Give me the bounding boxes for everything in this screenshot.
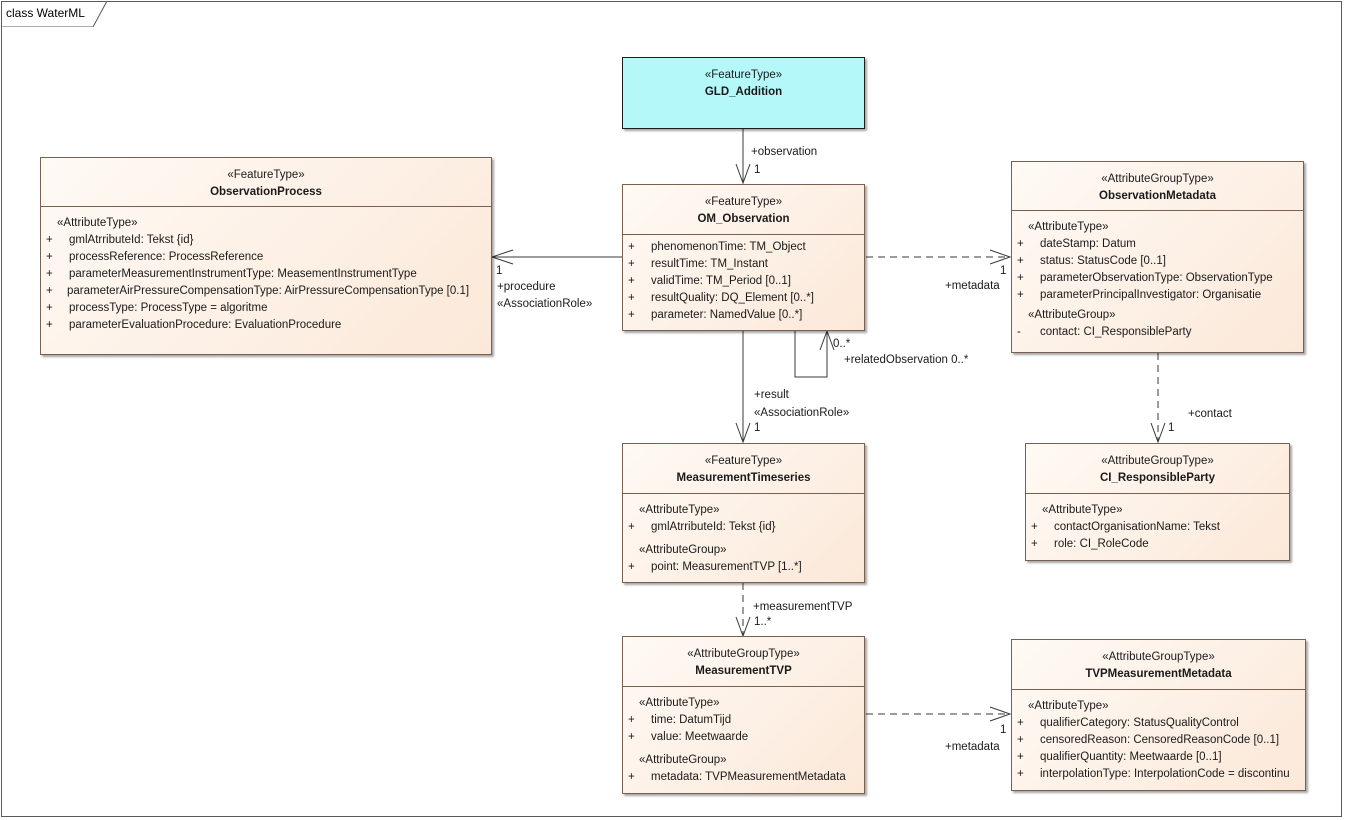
attribute-row: +resultQuality: DQ_Element [0..*] <box>628 292 814 304</box>
class-stereotype: «FeatureType» <box>704 455 783 467</box>
attribute-row: +gmlAtrributeId: Tekst {id} <box>46 234 194 246</box>
tvp-metadata-multiplicity: 1 <box>1000 724 1007 736</box>
attribute-group-label: «AttributeGroup» <box>639 544 727 556</box>
attribute-row: +parameterMeasurementInstrumentType: Mea… <box>46 268 417 280</box>
attribute-row: +status: StatusCode [0..1] <box>1017 255 1166 267</box>
class-name: ObservationMetadata <box>1099 190 1216 202</box>
procedure-role-label: +procedure <box>497 281 556 293</box>
class-measurement-timeseries[interactable]: «FeatureType» MeasurementTimeseries «Att… <box>622 443 865 583</box>
attribute-row: +validTime: TM_Period [0..1] <box>628 275 791 287</box>
attribute-row: +metadata: TVPMeasurementMetadata <box>628 771 846 783</box>
contact-arrowhead <box>1150 422 1166 444</box>
attribute-group-label: «AttributeType» <box>1042 504 1123 516</box>
class-stereotype: «AttributeGroupType» <box>687 648 800 660</box>
class-name: OM_Observation <box>697 213 790 225</box>
measurement-tvp-multiplicity: 1..* <box>754 616 772 628</box>
metadata-arrowhead <box>989 249 1012 265</box>
class-measurement-tvp[interactable]: «AttributeGroupType» MeasurementTVP «Att… <box>622 636 865 794</box>
class-name: MeasurementTimeseries <box>676 472 811 484</box>
attribute-row: +censoredReason: CensoredReasonCode [0..… <box>1017 734 1280 746</box>
class-stereotype: «FeatureType» <box>704 69 783 81</box>
observation-multiplicity: 1 <box>754 164 761 176</box>
measurement-tvp-role-label: +measurementTVP <box>753 601 853 613</box>
tvp-metadata-role-label: +metadata <box>945 741 1000 753</box>
attribute-group-label: «AttributeGroup» <box>1028 309 1116 321</box>
diagram-frame-tag <box>1 1 108 27</box>
attribute-row: +point: MeasurementTVP [1..*] <box>628 561 802 573</box>
attribute-row: +parameterAirPressureCompensationType: A… <box>46 285 470 297</box>
class-name: CI_ResponsibleParty <box>1099 472 1216 484</box>
attribute-group-label: «AttributeGroup» <box>639 754 727 766</box>
attribute-row: +processReference: ProcessReference <box>46 251 264 263</box>
related-observation-role-label: +relatedObservation 0..* <box>844 354 969 366</box>
class-stereotype: «FeatureType» <box>704 196 783 208</box>
procedure-stereotype-label: «AssociationRole» <box>497 298 593 310</box>
observation-role-label: +observation <box>751 146 818 158</box>
attribute-row: +processType: ProcessType = algoritme <box>46 302 268 314</box>
class-stereotype: «AttributeGroupType» <box>1101 455 1214 467</box>
related-observation-arrowhead <box>819 329 835 351</box>
metadata-role-label: +metadata <box>945 280 1000 292</box>
result-arrowhead <box>735 422 751 444</box>
tvp-metadata-arrowhead <box>989 706 1012 722</box>
attribute-row: +phenomenonTime: TM_Object <box>628 241 806 253</box>
class-stereotype: «AttributeGroupType» <box>1102 651 1215 663</box>
class-tvp-measurement-metadata[interactable]: «AttributeGroupType» TVPMeasurementMetad… <box>1011 639 1306 791</box>
class-gld-addition[interactable]: «FeatureType» GLD_Addition <box>622 57 865 129</box>
attribute-row: +parameterObservationType: ObservationTy… <box>1017 272 1273 284</box>
class-stereotype: «FeatureType» <box>227 169 305 181</box>
attribute-row: +resultTime: TM_Instant <box>628 258 768 270</box>
attribute-row: +parameterPrincipalInvestigator: Organis… <box>1017 289 1262 301</box>
attribute-row: +dateStamp: Datum <box>1017 238 1136 250</box>
attribute-row: +parameterEvaluationProcedure: Evaluatio… <box>46 319 342 331</box>
class-stereotype: «AttributeGroupType» <box>1101 173 1214 185</box>
class-om-observation[interactable]: «FeatureType» OM_Observation +phenomenon… <box>622 184 865 331</box>
class-name: MeasurementTVP <box>695 665 792 677</box>
related-observation-multiplicity: 0..* <box>833 338 851 350</box>
attribute-group-label: «AttributeType» <box>1028 700 1109 712</box>
attribute-row: +qualifierCategory: StatusQualityControl <box>1017 717 1239 729</box>
attribute-row: +interpolationType: InterpolationCode = … <box>1017 768 1290 780</box>
attribute-row: +time: DatumTijd <box>628 714 732 726</box>
attribute-row: +contactOrganisationName: Tekst <box>1031 521 1220 533</box>
class-name: TVPMeasurementMetadata <box>1085 668 1232 680</box>
diagram-title: class WaterML <box>6 6 85 20</box>
contact-multiplicity: 1 <box>1168 422 1175 434</box>
class-ci-responsible-party[interactable]: «AttributeGroupType» CI_ResponsibleParty… <box>1025 443 1290 561</box>
attribute-row: +role: CI_RoleCode <box>1031 538 1149 550</box>
result-role-label: +result <box>754 389 789 401</box>
attribute-row: +gmlAtrributeId: Tekst {id} <box>628 521 776 533</box>
class-name: GLD_Addition <box>704 86 783 98</box>
attribute-group-label: «AttributeType» <box>57 217 138 229</box>
attribute-row: -contact: CI_ResponsibleParty <box>1017 326 1192 338</box>
class-observation-process[interactable]: «FeatureType» ObservationProcess «Attrib… <box>40 157 492 355</box>
metadata-multiplicity: 1 <box>1000 265 1007 277</box>
attribute-group-label: «AttributeType» <box>1028 221 1109 233</box>
procedure-arrowhead <box>490 249 514 265</box>
class-observation-metadata[interactable]: «AttributeGroupType» ObservationMetadata… <box>1011 161 1304 353</box>
contact-role-label: +contact <box>1188 408 1232 420</box>
attribute-group-label: «AttributeType» <box>639 504 720 516</box>
attribute-row: +value: Meetwaarde <box>628 731 749 743</box>
result-stereotype-label: «AssociationRole» <box>754 407 850 419</box>
observation-arrowhead <box>735 163 751 185</box>
result-multiplicity: 1 <box>754 422 761 434</box>
class-name: ObservationProcess <box>210 186 322 198</box>
attribute-row: +parameter: NamedValue [0..*] <box>628 309 803 321</box>
attribute-group-label: «AttributeType» <box>639 697 720 709</box>
related-observation-loop <box>794 331 828 378</box>
procedure-multiplicity: 1 <box>496 265 503 277</box>
attribute-row: +qualifierQuantity: Meetwaarde [0..1] <box>1017 751 1222 763</box>
